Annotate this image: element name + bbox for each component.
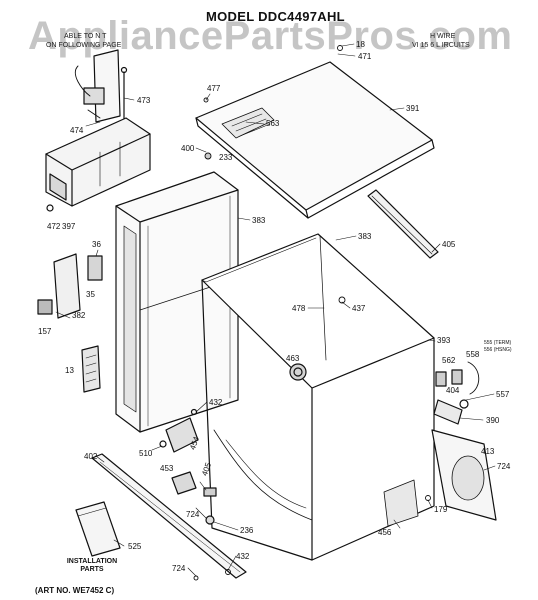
note-right-line-2: VI 15 6 L IRCUITS	[412, 42, 470, 49]
part-label-473: 473	[137, 96, 151, 105]
part-label-383-cabinet: 383	[358, 232, 372, 241]
part-label-556: 556 (HSNG)	[484, 347, 512, 353]
part-label-402: 402	[84, 452, 98, 461]
rear-access-cover	[432, 430, 496, 520]
part-label-557: 557	[496, 390, 510, 399]
note-left-line-1: ABLE TO N T	[64, 33, 107, 40]
part-label-477: 477	[207, 84, 221, 93]
door-hinge	[160, 410, 198, 453]
part-label-13: 13	[65, 366, 74, 375]
label-card	[82, 346, 100, 392]
part-label-397: 397	[62, 222, 76, 231]
art-number: (ART NO. WE7452 C)	[35, 586, 115, 595]
installation-parts-line-1: INSTALLATION	[66, 558, 118, 565]
blower-housing	[46, 118, 150, 211]
part-label-157: 157	[38, 327, 52, 336]
part-label-390: 390	[486, 416, 500, 425]
installation-parts-caption: INSTALLATION PARTS	[62, 558, 122, 574]
part-label-724-right: 724	[497, 462, 511, 471]
drum-light	[290, 364, 306, 380]
door-catch	[172, 472, 216, 524]
rear-panel	[116, 172, 238, 432]
front-strip	[368, 190, 438, 258]
main-cabinet	[202, 234, 434, 560]
part-label-400: 400	[181, 144, 195, 153]
part-label-563: 563	[266, 119, 280, 128]
part-label-558: 558	[466, 350, 480, 359]
toe-panel	[92, 454, 246, 578]
part-label-463: 463	[286, 354, 300, 363]
installation-parts-line-2: PARTS	[80, 566, 104, 573]
part-label-555: 555 (TERM)	[484, 340, 512, 346]
part-label-453: 453	[160, 464, 174, 473]
part-label-405-strip: 405	[442, 240, 456, 249]
part-label-437: 437	[352, 304, 366, 313]
part-label-233: 233	[219, 153, 233, 162]
part-label-432-lower: 432	[236, 552, 250, 561]
part-label-391: 391	[406, 104, 420, 113]
part-label-413: 413	[481, 447, 495, 456]
part-label-18: 18	[356, 40, 365, 49]
terminal-bracket	[75, 50, 126, 122]
part-label-478: 478	[292, 304, 306, 313]
part-label-393: 393	[437, 336, 451, 345]
part-label-562: 562	[442, 356, 456, 365]
model-title: MODEL DDC4497AHL	[206, 9, 345, 24]
part-label-35: 35	[86, 290, 95, 299]
part-label-383-rear: 383	[252, 216, 266, 225]
part-label-724-lower: 724	[172, 564, 186, 573]
part-label-456: 456	[378, 528, 392, 537]
part-label-382: 382	[72, 311, 86, 320]
part-label-432-upper: 432	[209, 398, 223, 407]
part-label-36: 36	[92, 240, 101, 249]
part-label-236: 236	[240, 526, 254, 535]
part-label-510: 510	[139, 449, 153, 458]
installation-parts-bag	[76, 502, 120, 556]
control-bracket	[38, 254, 102, 318]
leader-lines	[56, 44, 495, 576]
connector-assembly	[434, 362, 479, 424]
part-label-525: 525	[128, 542, 142, 551]
part-label-471: 471	[358, 52, 372, 61]
note-right-line-1: H WIRE	[430, 33, 456, 40]
note-left-line-2: ON FOLLOWING PAGE	[46, 42, 122, 49]
part-label-179: 179	[434, 505, 448, 514]
part-label-724-middle: 724	[186, 510, 200, 519]
part-label-472: 472	[47, 222, 61, 231]
fasteners	[194, 46, 431, 581]
watermark-text: AppliancePartsPros.com	[28, 14, 513, 58]
part-label-404: 404	[446, 386, 460, 395]
part-label-474: 474	[70, 126, 84, 135]
top-cover	[196, 62, 434, 218]
